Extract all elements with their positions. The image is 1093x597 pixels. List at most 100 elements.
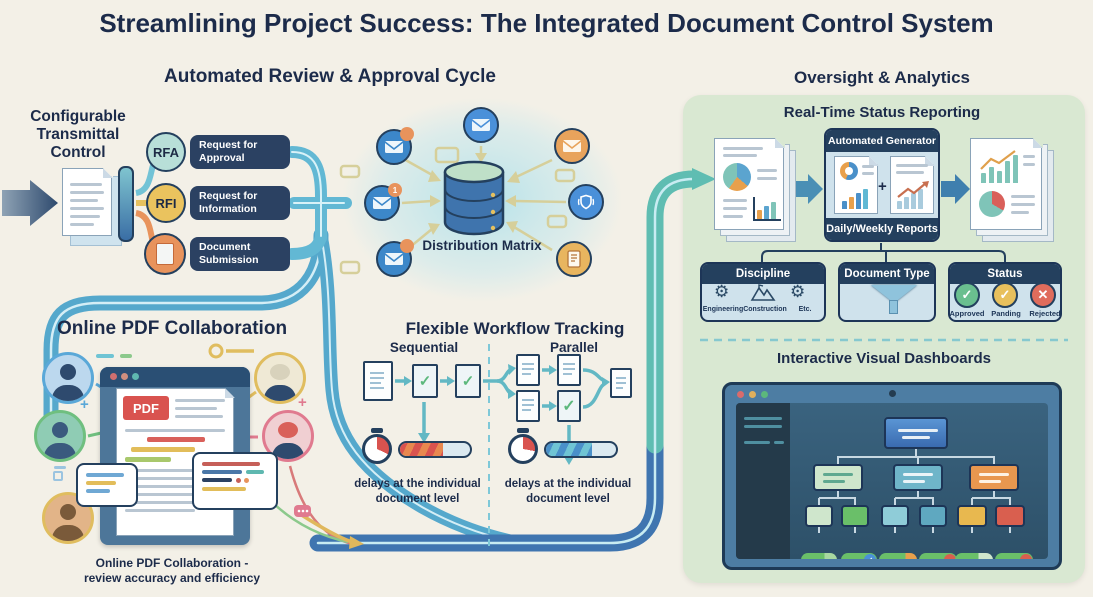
status-item-panding: Panding [991,309,1021,318]
pdf-window-titlebar [100,367,250,387]
avatar-reviewer-blue [42,352,94,404]
pdf-badge: PDF [123,396,169,420]
status-pill-alert [995,553,1033,559]
rfi-pill: Request for Information [190,186,290,220]
orgchart-leaf [957,505,987,527]
mail-badge [400,127,414,141]
window-dot-teal [132,373,139,380]
report-document-stack-right [970,137,1043,230]
avatar-reviewer-green [34,410,86,462]
dashboard-window: ✓ [722,382,1062,570]
orgchart-leaf [881,505,909,527]
shield-icon [568,184,604,220]
ribbon-to-pdf-collab [43,227,329,434]
rfa-circle: RFA [146,132,186,172]
highlight-green [125,457,171,462]
highlight-yellow [131,447,195,452]
window-dot-red [737,391,744,398]
workflow-heading: Flexible Workflow Tracking [405,319,625,338]
bar-chart [841,187,873,209]
orgchart-leaf [995,505,1025,527]
orgchart-node-teal [893,464,943,491]
discipline-title: Discipline [702,264,824,284]
dashboard-screen: ✓ [736,403,1048,559]
status-title: Status [950,264,1060,284]
plus-icon-pink: + [298,394,307,411]
transmittal-doc-icon [62,167,113,236]
section-heading-oversight: Oversight & Analytics [793,68,971,87]
status-pill-checked: ✓ [841,553,877,559]
mail-badge [400,239,414,253]
workflow-check-doc: ✓ [412,364,438,398]
workflow-doc [610,368,632,398]
rfa-label: Request for Approval [199,138,258,164]
ribbon-down-strand [314,228,522,549]
status-item-approved: Approved [949,309,985,318]
mail-icon-5 [376,239,414,277]
pdf-collab-caption: Online PDF Collaboration - review accura… [62,556,282,586]
discipline-item-construction: Construction [743,306,787,313]
entry-arrow [2,180,58,226]
reporting-heading: Real-Time Status Reporting [783,104,981,121]
window-dot-orange [121,373,128,380]
orgchart-connectors [818,449,1011,533]
section-heading-review: Automated Review & Approval Cycle [164,66,496,87]
orgchart-leaf [919,505,947,527]
orgchart-leaf [841,505,869,527]
plus-icon-blue: + [80,396,89,413]
rfi-circle: RFI [146,183,186,223]
reporting-arrows [794,174,970,204]
generator-top-label: Automated Generator [826,130,938,152]
report-filter-bracket [700,243,1068,342]
mail-icon-1 [376,127,414,165]
plus-sign: + [878,178,887,195]
parallel-label: Parallel [549,340,599,355]
matrix-connectors [339,146,576,275]
avatar-reviewer-gold [42,492,94,544]
mail-icon-2 [463,107,499,143]
approved-check-icon: ✓ [954,282,980,308]
parallel-delay-caption: delays at the individual document level [504,478,632,505]
doc-submission-circle [144,233,186,275]
donut-chart [840,162,858,180]
workflow-check-doc: ✓ [455,364,481,398]
stopwatch-crown [517,428,529,433]
rfi-label: Request for Information [199,189,258,215]
pie-chart [723,163,751,191]
window-dot-green [761,391,768,398]
stopwatch-icon [508,434,538,464]
workflow-doc [557,354,581,386]
gear-icon: ⚙ [714,282,730,301]
funnel-stem [889,300,898,314]
bar-chart [753,197,781,221]
ribbon-pills-to-matrix [286,146,352,260]
status-item-rejected: Rejected [1029,309,1061,318]
avatar-reviewer-blonde [254,352,306,404]
ribbon-main-flow [309,168,716,552]
highlight-red [147,437,205,442]
window-dot-yellow [749,391,756,398]
generator-doc-charts [834,155,879,214]
document-type-title: Document Type [840,264,934,284]
stopwatch-crown [371,428,383,433]
rejected-cross-icon: ✕ [1030,282,1056,308]
rfa-pill: Request for Approval [190,135,290,169]
orgchart-leaf [805,505,833,527]
line-chart [979,149,1019,183]
transmittal-heading: Configurable Transmittal Control [30,108,126,161]
status-pill [955,553,993,559]
mail-icon-3 [554,128,590,164]
dashboards-heading: Interactive Visual Dashboards [777,350,991,367]
sequential-label: Sequential [389,340,459,355]
delay-bar-sequential [398,441,472,458]
report-document-stack-left [714,137,785,230]
sequential-delay-caption: delays at the individual document level [354,478,481,505]
camera-dot [889,390,896,397]
doc-submission-doc-icon [156,243,174,265]
splitter-bar [118,166,134,242]
status-pill [879,553,917,559]
workflow-check-doc: ✓ [557,390,581,422]
status-pill [801,553,837,559]
construction-icon [750,284,776,301]
automated-generator-box: Automated Generator + [824,128,940,242]
